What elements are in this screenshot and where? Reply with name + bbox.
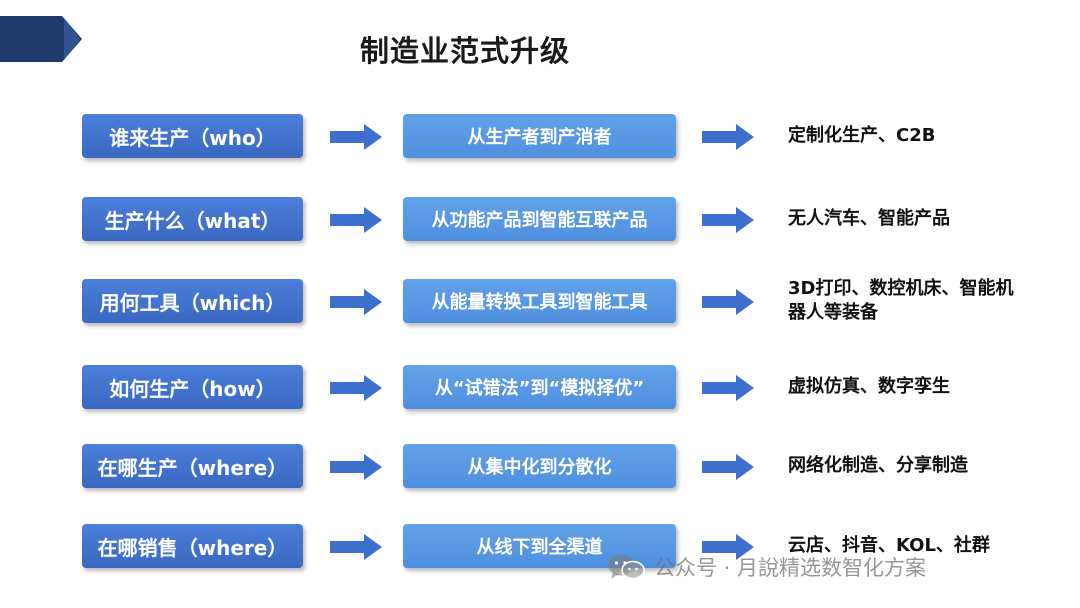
- arrow-right-icon: [702, 534, 754, 560]
- corner-tab-decoration: [0, 16, 82, 62]
- row-where-produce: 在哪生产（where） 从集中化到分散化 网络化制造、分享制造: [0, 444, 1080, 490]
- row-which: 用何工具（which） 从能量转换工具到智能工具 3D打印、数控机床、智能机器人…: [0, 278, 1080, 325]
- result-text: 网络化制造、分享制造: [788, 455, 968, 476]
- arrow-right-icon: [330, 207, 382, 233]
- arrow-right-icon: [330, 124, 382, 150]
- arrow-right-icon: [702, 289, 754, 315]
- question-box: 如何生产（how）: [82, 365, 303, 409]
- question-box: 在哪销售（where）: [82, 524, 303, 568]
- arrow-right-icon: [330, 375, 382, 401]
- wechat-icon: [608, 554, 645, 580]
- arrow-right-icon: [330, 454, 382, 480]
- row-what: 生产什么（what） 从功能产品到智能互联产品 无人汽车、智能产品: [0, 197, 1080, 243]
- change-box: 从生产者到产消者: [403, 114, 676, 158]
- arrow-right-icon: [702, 124, 754, 150]
- result-text: 虚拟仿真、数字孪生: [788, 376, 950, 397]
- watermark-text: 公众号 · 月說精选数智化方案: [654, 556, 927, 580]
- question-box: 谁来生产（who）: [82, 114, 303, 158]
- result-text: 定制化生产、C2B: [788, 125, 936, 146]
- arrow-right-icon: [702, 375, 754, 401]
- result-text: 云店、抖音、KOL、社群: [788, 535, 990, 556]
- question-box: 用何工具（which）: [82, 279, 303, 323]
- result-text: 无人汽车、智能产品: [788, 208, 950, 229]
- arrow-right-icon: [702, 454, 754, 480]
- watermark: 公众号 · 月說精选数智化方案: [606, 551, 926, 583]
- row-how: 如何生产（how） 从“试错法”到“模拟择优” 虚拟仿真、数字孪生: [0, 365, 1080, 411]
- change-box: 从集中化到分散化: [403, 444, 676, 488]
- question-box: 生产什么（what）: [82, 197, 303, 241]
- arrow-right-icon: [702, 207, 754, 233]
- result-text: 3D打印、数控机床、智能机器人等装备: [788, 278, 1014, 323]
- change-box: 从能量转换工具到智能工具: [403, 279, 676, 323]
- question-box: 在哪生产（where）: [82, 444, 303, 488]
- change-box: 从“试错法”到“模拟择优”: [403, 365, 676, 409]
- change-box: 从功能产品到智能互联产品: [403, 197, 676, 241]
- page-title: 制造业范式升级: [359, 34, 570, 68]
- row-who: 谁来生产（who） 从生产者到产消者 定制化生产、C2B: [0, 114, 1080, 160]
- arrow-right-icon: [330, 534, 382, 560]
- arrow-right-icon: [330, 289, 382, 315]
